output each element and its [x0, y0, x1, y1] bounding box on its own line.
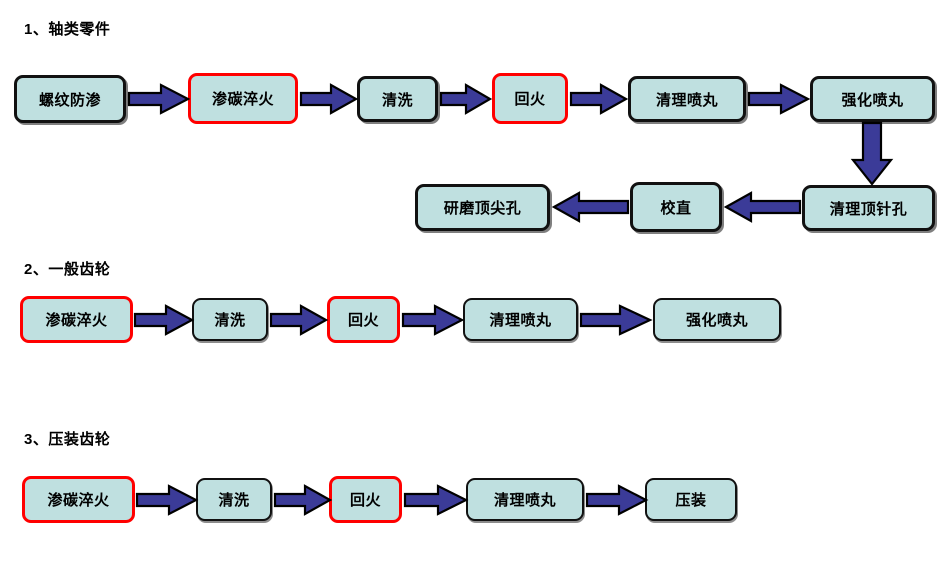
node-label: 研磨顶尖孔 [443, 200, 522, 217]
node-label: 压装 [675, 492, 707, 509]
arrow-right-3-1 [135, 484, 199, 516]
arrow-right-2-3 [401, 304, 465, 336]
node-qinglipenwan-3[interactable]: 清理喷丸 [466, 478, 584, 521]
section-title-3: 3、压装齿轮 [24, 431, 111, 448]
node-yazhuang[interactable]: 压装 [645, 478, 737, 521]
node-label: 渗碳淬火 [45, 312, 108, 329]
node-qianghuapenwan-1[interactable]: 强化喷丸 [810, 76, 935, 122]
node-label: 校直 [660, 199, 692, 217]
node-huihuo-3[interactable]: 回火 [329, 476, 402, 523]
arrow-right-3-4 [585, 484, 649, 516]
arrow-left-1-7 [723, 191, 802, 223]
node-shentancuihuo-1[interactable]: 渗碳淬火 [188, 73, 298, 124]
node-label: 回火 [349, 492, 381, 509]
arrow-down-1-6 [848, 121, 896, 186]
node-shentancuihuo-3[interactable]: 渗碳淬火 [22, 476, 135, 523]
arrow-right-1-4 [569, 83, 629, 115]
arrow-right-2-4 [579, 304, 653, 336]
node-label: 清理喷丸 [493, 492, 556, 509]
arrow-right-1-1 [127, 83, 191, 115]
node-luowenfangshen[interactable]: 螺纹防渗 [14, 75, 126, 123]
arrow-right-1-2 [299, 83, 359, 115]
arrow-left-1-8 [551, 191, 630, 223]
node-label: 回火 [514, 91, 546, 108]
arrow-right-3-2 [273, 484, 333, 516]
node-shentancuihuo-2[interactable]: 渗碳淬火 [20, 296, 133, 343]
node-qianghuapenwan-2[interactable]: 强化喷丸 [653, 298, 781, 341]
node-label: 清理喷丸 [489, 312, 552, 329]
node-label: 清洗 [214, 312, 246, 329]
section-title-2: 2、一般齿轮 [24, 261, 111, 278]
node-label: 强化喷丸 [685, 312, 748, 329]
node-huihuo-1[interactable]: 回火 [492, 73, 568, 124]
node-qinglipenwan-1[interactable]: 清理喷丸 [628, 76, 746, 122]
node-qingxi-3[interactable]: 清洗 [196, 478, 272, 521]
arrow-right-1-3 [439, 83, 493, 115]
node-label: 清洗 [218, 492, 250, 509]
arrow-right-1-5 [747, 83, 811, 115]
node-yanmodingjiankong[interactable]: 研磨顶尖孔 [415, 184, 550, 231]
node-qinglidingzhenkong[interactable]: 清理顶针孔 [802, 185, 935, 231]
node-label: 螺纹防渗 [38, 91, 101, 109]
node-qinglipenwan-2[interactable]: 清理喷丸 [463, 298, 578, 341]
section-title-1: 1、轴类零件 [24, 21, 111, 38]
arrow-right-2-2 [269, 304, 329, 336]
node-label: 清理顶针孔 [829, 200, 908, 218]
node-label: 清洗 [381, 91, 413, 109]
arrow-right-2-1 [133, 304, 195, 336]
node-label: 渗碳淬火 [47, 492, 110, 509]
node-label: 渗碳淬火 [211, 91, 274, 108]
node-jiaozhi[interactable]: 校直 [630, 182, 722, 232]
arrow-right-3-3 [403, 484, 469, 516]
node-label: 强化喷丸 [841, 91, 904, 109]
node-qingxi-2[interactable]: 清洗 [192, 298, 268, 341]
node-huihuo-2[interactable]: 回火 [327, 296, 400, 343]
node-label: 清理喷丸 [655, 91, 718, 109]
node-qingxi-1[interactable]: 清洗 [357, 76, 438, 122]
node-label: 回火 [347, 312, 379, 329]
